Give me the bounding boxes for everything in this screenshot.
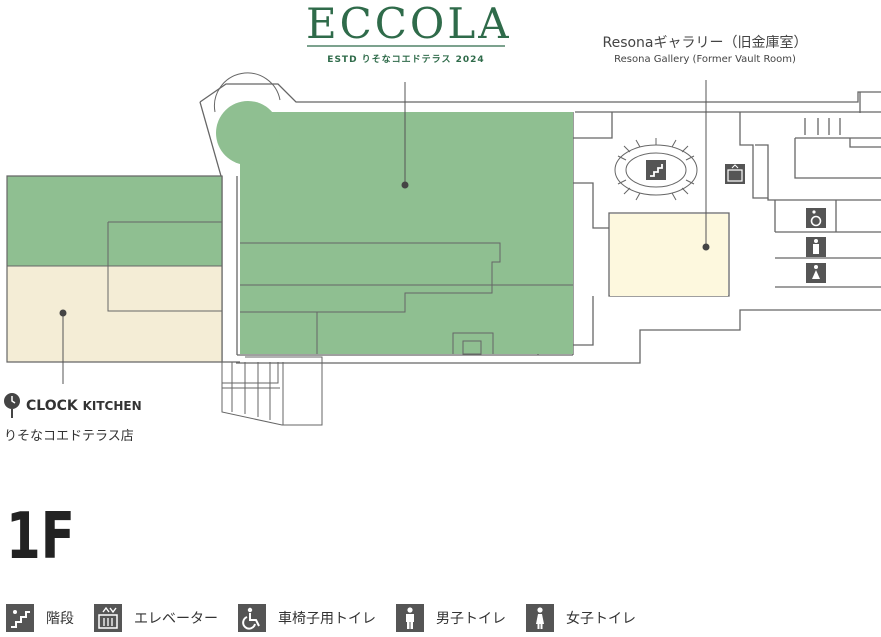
legend-item-elevator: エレベーター (94, 604, 218, 632)
kitchen-name: CLOCK KITCHEN (26, 398, 142, 414)
floor-label: 1F (6, 500, 75, 574)
kitchen-area-lower (7, 266, 222, 362)
legend-item-stairs: 階段 (6, 604, 74, 632)
map-wheelchair-icon (806, 208, 826, 228)
legend-label: 車椅子用トイレ (278, 611, 376, 627)
clock-kitchen-area (6, 175, 223, 363)
building-outline (199, 83, 881, 364)
lower-stairs (221, 356, 323, 426)
eccola-logo: ECCOLA (306, 0, 512, 48)
kitchen-area-upper (7, 176, 222, 266)
stairs-icon (6, 604, 34, 632)
legend-label: 女子トイレ (566, 611, 636, 627)
wheelchair-icon (238, 604, 266, 632)
leader-lines (62, 80, 707, 384)
mens-toilet-icon (396, 604, 424, 632)
eccola-area (213, 72, 573, 355)
womens-toilet-icon (526, 604, 554, 632)
kitchen-dot (59, 309, 67, 317)
eccola-logo-subline: ESTD りそなコエドテラス 2024 (327, 55, 485, 65)
legend-label: 男子トイレ (436, 611, 506, 627)
elevator-icon (94, 604, 122, 632)
map-womens-toilet-icon (806, 263, 826, 283)
legend-item-womens-toilet: 女子トイレ (526, 604, 636, 632)
kitchen-sub: りそなコエドテラス店 (4, 429, 134, 444)
central-staircase (614, 138, 698, 201)
gallery-dot (702, 243, 710, 251)
clock-pin-icon (4, 393, 20, 418)
kitchen-name-small: KITCHEN (82, 399, 142, 413)
map-stairs-icon (646, 160, 666, 180)
legend-label: 階段 (46, 611, 74, 627)
legend: 階段 エレベーター 車椅子用トイレ 男子トイレ (6, 603, 656, 633)
legend-item-wheelchair: 車椅子用トイレ (238, 604, 376, 632)
map-mens-toilet-icon (806, 237, 826, 257)
map-elevator-icon (725, 164, 745, 184)
gallery-label-ja: Resonaギャラリー（旧金庫室） (602, 35, 808, 51)
legend-item-mens-toilet: 男子トイレ (396, 604, 506, 632)
kitchen-name-main: CLOCK (26, 398, 78, 414)
gallery-area (610, 214, 728, 296)
gallery-label-en: Resona Gallery (Former Vault Room) (614, 54, 796, 65)
legend-label: エレベーター (134, 611, 218, 627)
eccola-dot (401, 181, 409, 189)
round-corner-area (216, 101, 280, 165)
